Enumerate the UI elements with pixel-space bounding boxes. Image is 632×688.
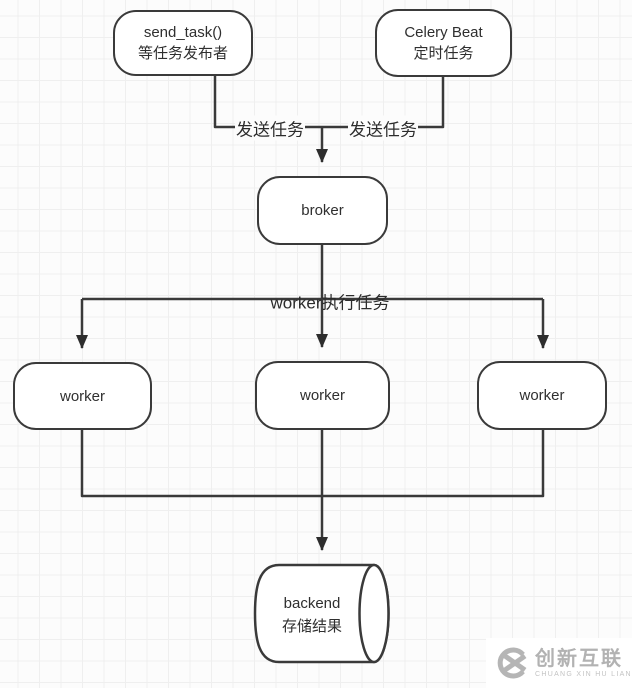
edge-workers-join [80,430,545,498]
node-worker-left-label: worker [59,387,105,405]
node-send-task-line1: send_task() [143,24,223,41]
node-send-task-line2: 等任务发布者 [137,45,228,62]
node-worker-mid: worker [255,361,390,430]
node-worker-right: worker [477,361,607,430]
edge-label-publish-left: 发送任务 [235,115,305,141]
node-worker-left: worker [13,362,152,430]
node-broker: broker [257,176,388,245]
node-celery-beat-line1: Celery Beat [404,24,483,41]
node-backend-label: backend 存储结果 [282,592,342,638]
node-celery-beat: Celery Beat 定时任务 [375,9,512,77]
watermark-logo-icon [497,647,527,679]
node-celery-beat-line2: 定时任务 [413,45,474,62]
node-send-task: send_task() 等任务发布者 [113,10,253,76]
node-backend-line2: 存储结果 [281,618,343,635]
edge-label-worker-exec: worker执行任务 [270,293,390,313]
watermark-subtitle: CHUANG XIN HU LIAN [535,670,632,678]
node-backend-line1: backend [283,595,341,612]
node-worker-mid-label: worker [299,387,345,404]
edge-label-publish-right: 发送任务 [348,115,418,141]
backend-cylinder [253,563,390,664]
node-worker-right-label: worker [519,387,565,404]
watermark-text: 创新互联 CHUANG XIN HU LIAN [535,648,632,679]
node-broker-label: broker [301,202,344,219]
watermark-brand: 创新互联 [535,647,623,670]
watermark: 创新互联 CHUANG XIN HU LIAN [486,638,632,688]
